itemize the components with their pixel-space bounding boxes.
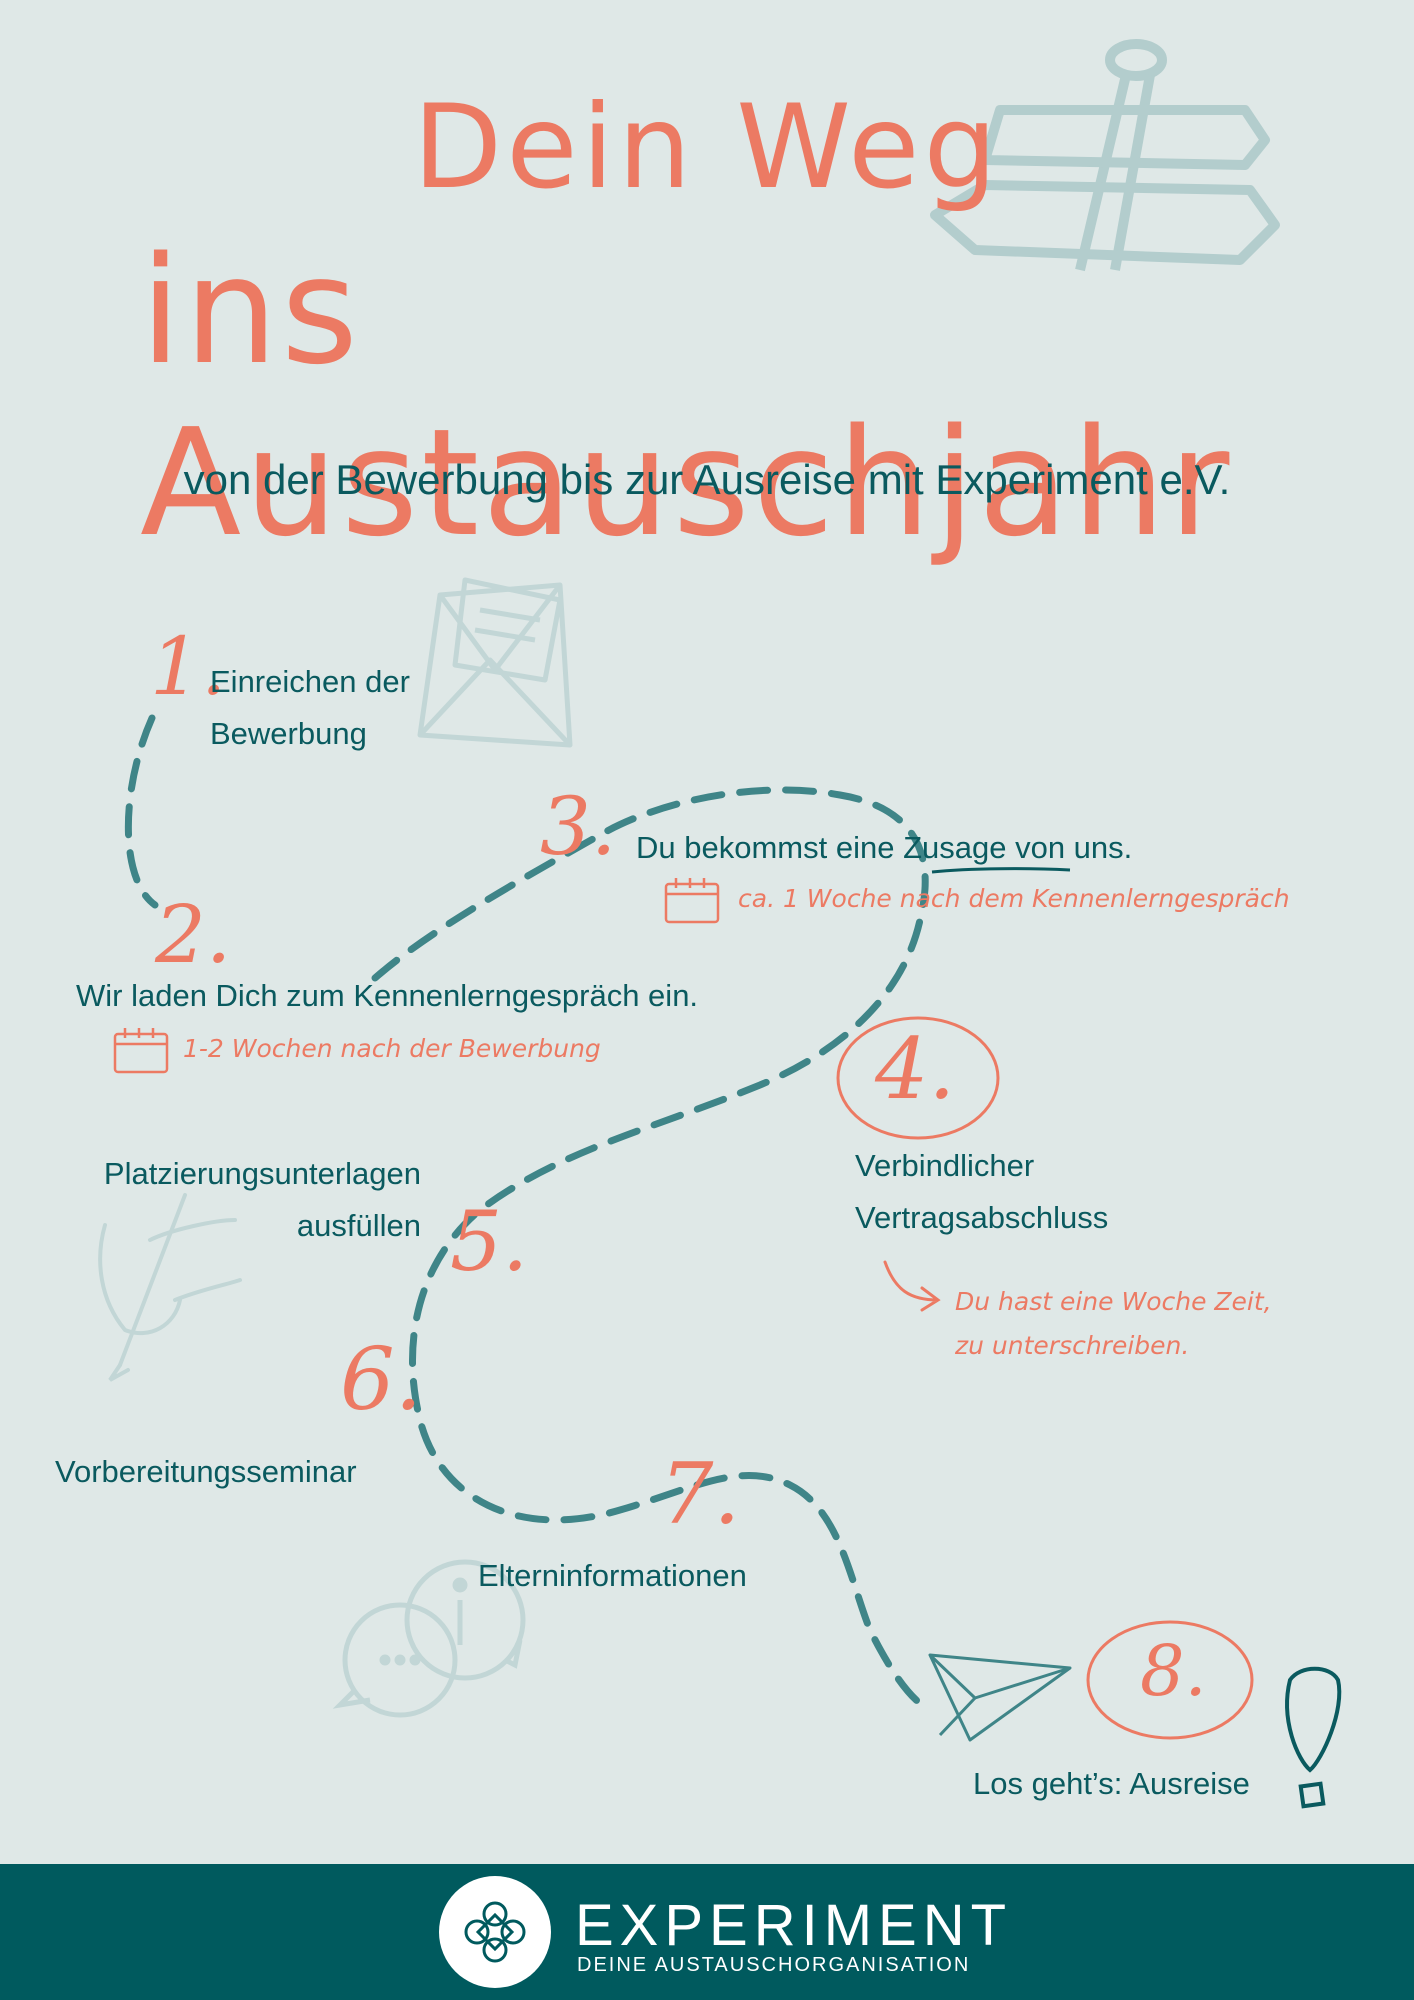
step-4-note: Du hast eine Woche Zeit, zu unterschreib…	[955, 1280, 1272, 1368]
step-3-label-pre: Du bekommst eine	[636, 830, 904, 865]
paper-plane-icon	[928, 1653, 1072, 1742]
arrow-icon	[883, 1260, 941, 1312]
zusage-underline	[931, 867, 1071, 874]
step-2-label: Wir laden Dich zum Kennenlerngespräch ei…	[76, 978, 699, 1013]
exclamation-icon	[1285, 1666, 1342, 1809]
step-1-label-line1: Einreichen der	[210, 664, 410, 699]
title-line-2: ins Austauschjahr	[140, 225, 1233, 569]
step-6-number: 6.	[340, 1330, 423, 1430]
dashed-route	[124, 714, 934, 1714]
circle-step-4	[836, 1016, 1000, 1140]
step-3-number: 3.	[540, 780, 617, 873]
step-8-number: 8.	[1140, 1630, 1207, 1712]
subtitle: von der Bewerbung bis zur Ausreise mit E…	[183, 456, 1231, 503]
step-5-label-line2: ausfüllen	[296, 1208, 421, 1243]
calendar-icon	[113, 1028, 169, 1074]
step-4-note-line1: Du hast eine Woche Zeit,	[955, 1287, 1272, 1316]
step-3-label: Du bekommst eine Zusage von uns.	[636, 822, 1132, 874]
step-8-label: Los geht’s: Ausreise	[973, 1766, 1250, 1801]
hand-writing-icon	[98, 1193, 242, 1382]
step-4-number: 4.	[875, 1020, 956, 1118]
signpost-icon	[930, 39, 1280, 272]
title-line-1: Dein Weg	[412, 80, 1002, 215]
footer-bar	[0, 1864, 1414, 2000]
step-5-number: 5.	[450, 1195, 529, 1290]
step-1-number: 1.	[150, 620, 227, 713]
step-4-label-line1: Verbindlicher	[855, 1148, 1035, 1183]
envelope-icon	[417, 577, 573, 748]
experiment-logo-icon	[439, 1876, 551, 1988]
step-7-number: 7.	[660, 1445, 741, 1543]
step-3-note: ca. 1 Woche nach dem Kennenlerngespräch	[738, 884, 1290, 913]
step-1-label: Einreichen der Bewerbung	[210, 656, 410, 760]
step-1-label-line2: Bewerbung	[210, 716, 367, 751]
step-4-note-line2: zu unterschreiben.	[955, 1331, 1190, 1360]
step-4-label: Verbindlicher Vertragsabschluss	[855, 1140, 1108, 1244]
step-3-label-highlight: Zusage	[903, 830, 1007, 865]
chat-info-icon	[332, 1559, 526, 1718]
calendar-icon	[664, 878, 720, 924]
step-7-label: Elterninformationen	[478, 1558, 747, 1593]
step-3-label-post: von uns.	[1006, 830, 1133, 865]
knot-logo-icon	[464, 1901, 526, 1963]
brand-tagline: DEINE AUSTAUSCHORGANISATION	[577, 1954, 971, 1976]
circle-step-8	[1086, 1620, 1254, 1740]
step-2-number: 2.	[155, 888, 232, 981]
step-2-note: 1-2 Wochen nach der Bewerbung	[183, 1034, 601, 1063]
step-5-label: Platzierungsunterlagen ausfüllen	[76, 1148, 421, 1252]
step-6-label: Vorbereitungsseminar	[55, 1454, 357, 1489]
step-5-label-line1: Platzierungsunterlagen	[103, 1156, 421, 1191]
step-4-label-line2: Vertragsabschluss	[855, 1200, 1109, 1235]
brand-name: EXPERIMENT	[575, 1893, 1013, 1958]
